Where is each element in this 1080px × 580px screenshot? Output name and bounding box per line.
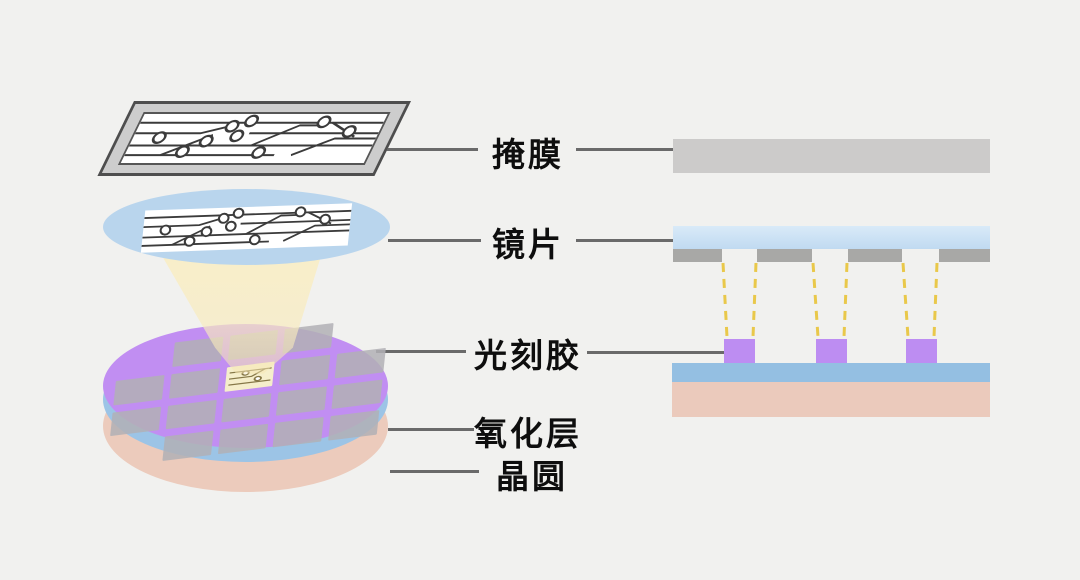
cross-section-oxide-bar <box>672 363 990 382</box>
chrome-segment <box>848 249 902 262</box>
lens-circuit-pattern <box>140 203 353 253</box>
connector-wafer-left <box>390 470 479 473</box>
connector-mask-right <box>576 148 673 151</box>
connector-oxide-left <box>388 428 474 431</box>
chrome-segment <box>757 249 812 262</box>
connector-lens-left <box>388 239 481 242</box>
wafer-die <box>220 392 272 423</box>
wafer-die <box>165 399 217 430</box>
wafer-die <box>279 354 331 385</box>
light-ray <box>932 262 939 338</box>
connector-resist-right <box>587 351 724 354</box>
lens-disc <box>103 189 390 265</box>
resist-block <box>724 339 755 363</box>
connector-resist-left <box>376 350 466 353</box>
light-ray <box>901 262 910 338</box>
label-mask: 掩膜 <box>492 138 564 174</box>
wafer-die <box>113 374 165 406</box>
mask-circuit-pattern <box>117 112 391 165</box>
cross-section-wafer-bar <box>672 382 990 417</box>
light-ray <box>721 262 729 338</box>
cross-section-mask-bar <box>673 139 990 173</box>
light-rays <box>721 262 939 338</box>
resist-block <box>816 339 847 363</box>
wafer-die <box>168 368 220 399</box>
chrome-segment <box>673 249 722 262</box>
chrome-segment <box>939 249 990 262</box>
connector-lens-right <box>576 239 673 242</box>
label-photoresist: 光刻胶 <box>474 339 582 375</box>
cross-section-lens-bar <box>673 226 990 249</box>
connector-mask-left <box>383 148 478 151</box>
label-wafer: 晶圆 <box>496 460 568 496</box>
wafer-die <box>331 379 383 410</box>
label-lens: 镜片 <box>492 228 564 264</box>
wafer-die <box>334 347 386 378</box>
light-ray <box>751 262 758 338</box>
light-ray <box>842 262 849 338</box>
mask-plate <box>97 101 412 176</box>
light-ray <box>811 262 820 338</box>
label-oxide-layer: 氧化层 <box>474 417 582 453</box>
resist-block <box>906 339 937 363</box>
wafer-die <box>276 385 328 416</box>
wafer-die <box>110 406 162 437</box>
